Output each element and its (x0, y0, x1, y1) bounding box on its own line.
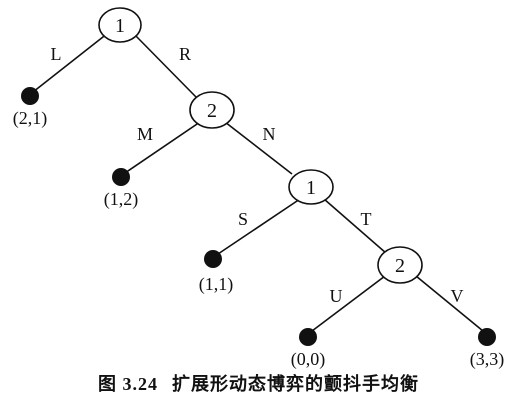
edge-n3-leaf3 (217, 198, 301, 255)
payoff-label: (1,2) (104, 189, 139, 210)
edge-n4-leaf5 (415, 275, 484, 332)
figure-number: 图 3.24 (98, 374, 158, 394)
edge-label-T: T (361, 209, 372, 229)
game-tree-diagram: 1 2 1 2 L R M N S T U V (2,1) (1,2) (1, (13, 7, 505, 370)
terminal-node-3 (204, 250, 222, 268)
edge-root-n2 (132, 32, 197, 98)
terminal-node-4 (299, 328, 317, 346)
payoff-label: (1,1) (199, 274, 234, 295)
node-player-label: 1 (306, 177, 316, 199)
terminal-node-2 (112, 168, 130, 186)
figure-caption-text: 扩展形动态博弈的颤抖手均衡 (172, 374, 419, 395)
terminal-node-1 (21, 87, 39, 105)
edge-n2-n3 (224, 121, 293, 175)
payoff-label: (0,0) (291, 349, 326, 370)
payoff-label: (3,3) (470, 349, 505, 370)
edge-label-S: S (238, 209, 248, 229)
payoff-label: (2,1) (13, 108, 48, 129)
edge-n3-n4 (323, 198, 387, 254)
edge-label-U: U (330, 286, 343, 306)
edge-root-leaf1 (32, 32, 109, 93)
decision-node-4: 2 (377, 246, 423, 284)
edge-label-M: M (137, 124, 153, 144)
decision-node-root: 1 (98, 7, 142, 43)
figure-caption: 图 3.24 扩展形动态博弈的颤抖手均衡 (0, 370, 517, 396)
edge-label-R: R (179, 44, 191, 64)
edge-n4-leaf4 (311, 275, 386, 332)
edge-label-V: V (451, 286, 464, 306)
edge-label-L: L (51, 44, 62, 64)
node-player-label: 2 (395, 255, 405, 277)
node-player-label: 1 (115, 15, 125, 37)
node-player-label: 2 (207, 100, 217, 122)
terminal-node-5 (478, 328, 496, 346)
decision-node-2: 2 (189, 91, 235, 129)
edge-n2-leaf2 (124, 121, 201, 174)
edge-label-N: N (263, 124, 276, 144)
decision-node-3: 1 (288, 169, 334, 205)
